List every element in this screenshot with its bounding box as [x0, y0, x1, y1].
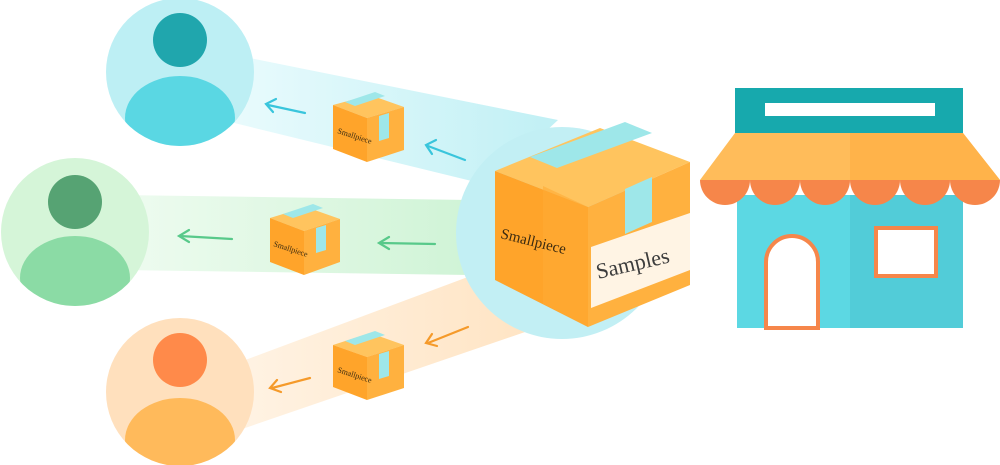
user-icon [125, 13, 235, 146]
shop-sign-bar [765, 103, 935, 116]
shop-window [874, 226, 938, 278]
package-icon [333, 331, 404, 400]
arrow-left-icon [264, 97, 307, 115]
arrow-left-icon [424, 138, 467, 162]
arrow-left-icon [176, 228, 234, 244]
package-icon [333, 92, 404, 162]
user-icon [20, 175, 130, 306]
shop-door [764, 234, 820, 330]
arrows [176, 97, 470, 394]
small-package-2: Smallpiece [270, 204, 340, 275]
shop-awning-shade [850, 133, 1000, 180]
arrow-left-icon [424, 325, 470, 348]
shop-icon [700, 88, 1000, 330]
user-orange [106, 318, 254, 465]
arrow-left-icon [268, 376, 312, 394]
package-icon [270, 204, 340, 275]
user-teal [106, 0, 254, 146]
shop-awning-scallops [700, 180, 1000, 205]
small-package-3: Smallpiece [333, 331, 404, 400]
user-green [1, 158, 149, 306]
arrow-left-icon [376, 235, 437, 251]
small-package-1: Smallpiece [333, 92, 404, 162]
main-package: Smallpiece Samples [495, 122, 690, 327]
package-icon [495, 122, 690, 327]
